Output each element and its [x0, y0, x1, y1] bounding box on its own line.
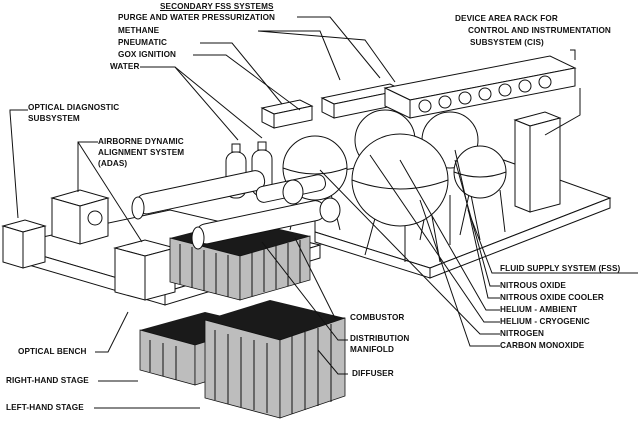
label-device-rack-3: SUBSYSTEM (CIS) [470, 38, 544, 47]
label-pneumatic: PNEUMATIC [118, 38, 167, 47]
label-distribution-2: MANIFOLD [350, 345, 395, 354]
leader-lines [9, 16, 638, 409]
label-device-rack-2: CONTROL AND INSTRUMENTATION [468, 26, 611, 35]
label-adas-3: (ADAS) [98, 159, 128, 168]
adas-cabinet [113, 239, 177, 301]
label-methane: METHANE [118, 26, 160, 35]
cis-rack [513, 111, 562, 213]
label-secondary-fss-systems: SECONDARY FSS SYSTEMS [160, 2, 274, 11]
label-fss-title: FLUID SUPPLY SYSTEM (FSS) [500, 264, 621, 273]
label-diffuser: DIFFUSER [352, 369, 394, 378]
label-optical-diagnostic-2: SUBSYSTEM [28, 114, 80, 123]
label-water: WATER [110, 62, 140, 71]
optical-diagnostic-cabinets [1, 189, 110, 269]
label-combustor: COMBUSTOR [350, 313, 405, 322]
label-nitrogen: NITROGEN [500, 329, 545, 338]
label-optical-bench: OPTICAL BENCH [18, 347, 87, 356]
label-nitrous-oxide-cooler: NITROUS OXIDE COOLER [500, 293, 604, 302]
label-adas-2: ALIGNMENT SYSTEM [98, 148, 185, 157]
label-purge-water: PURGE AND WATER PRESSURIZATION [118, 13, 276, 22]
label-optical-diagnostic-1: OPTICAL DIAGNOSTIC [28, 103, 120, 112]
label-gox-ignition: GOX IGNITION [118, 50, 177, 59]
secondary-fss-panels [260, 55, 577, 129]
combustor-cylinders [131, 170, 341, 250]
label-distribution-1: DISTRIBUTION [350, 334, 410, 343]
left-hand-stage [149, 300, 346, 419]
spherical-tanks [282, 109, 507, 263]
label-device-rack-1: DEVICE AREA RACK FOR [455, 14, 558, 23]
label-carbon-monoxide: CARBON MONOXIDE [500, 341, 585, 350]
label-helium-ambient: HELIUM - AMBIENT [500, 305, 578, 314]
label-left-hand-stage: LEFT-HAND STAGE [6, 403, 84, 412]
label-adas-1: AIRBORNE DYNAMIC [98, 137, 184, 146]
label-right-hand-stage: RIGHT-HAND STAGE [6, 376, 89, 385]
label-nitrous-oxide: NITROUS OXIDE [500, 281, 566, 290]
label-helium-cryogenic: HELIUM - CRYOGENIC [500, 317, 590, 326]
